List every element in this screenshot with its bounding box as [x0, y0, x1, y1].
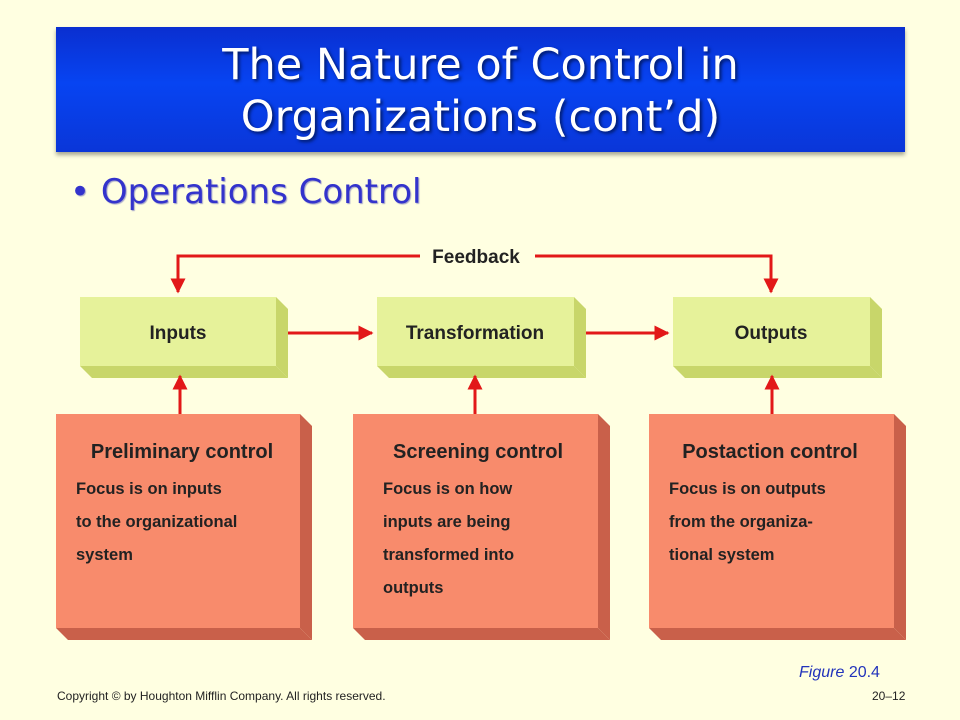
- stage-label-transformation: Transformation: [406, 323, 544, 344]
- stage-inputs: Inputs: [80, 297, 288, 378]
- control-line: tional system: [669, 546, 774, 564]
- control-line: from the organiza-: [669, 513, 813, 531]
- control-title-postaction: Postaction control: [682, 441, 858, 463]
- control-line: Focus is on outputs: [669, 480, 826, 498]
- title-line-2: Organizations (cont’d): [240, 92, 721, 142]
- bullet-operations-control: • Operations Control: [70, 172, 422, 212]
- stage-label-outputs: Outputs: [735, 323, 808, 344]
- control-title-preliminary: Preliminary control: [91, 441, 273, 463]
- page-number: 20–12: [872, 689, 906, 703]
- control-line: to the organizational: [76, 513, 237, 531]
- feedback-arrow-right: [535, 254, 779, 294]
- copyright-text: Copyright © by Houghton Mifflin Company.…: [57, 689, 386, 703]
- figure-caption: Figure 20.4: [799, 664, 880, 682]
- control-preliminary: Preliminary control Focus is on inputs t…: [56, 414, 312, 640]
- control-line: system: [76, 546, 133, 564]
- control-screening: Screening control Focus is on how inputs…: [353, 414, 610, 640]
- title-line-1: The Nature of Control in: [222, 40, 739, 90]
- control-line: inputs are being: [383, 513, 510, 531]
- feedback-label: Feedback: [432, 247, 520, 268]
- stage-transformation: Transformation: [377, 297, 586, 378]
- title-bar: The Nature of Control in Organizations (…: [56, 27, 905, 152]
- control-postaction: Postaction control Focus is on outputs f…: [649, 414, 906, 640]
- slide-title: The Nature of Control in Organizations (…: [56, 39, 905, 143]
- control-line: outputs: [383, 579, 443, 597]
- control-line: transformed into: [383, 546, 514, 564]
- control-line: Focus is on how: [383, 480, 512, 498]
- figure-word: Figure: [799, 664, 845, 681]
- control-title-screening: Screening control: [393, 441, 563, 463]
- stage-label-inputs: Inputs: [150, 323, 207, 344]
- figure-number: 20.4: [848, 664, 880, 681]
- feedback-loop: Feedback: [170, 247, 779, 294]
- feedback-arrow: [170, 254, 420, 294]
- stage-outputs: Outputs: [673, 297, 882, 378]
- control-line: Focus is on inputs: [76, 480, 222, 498]
